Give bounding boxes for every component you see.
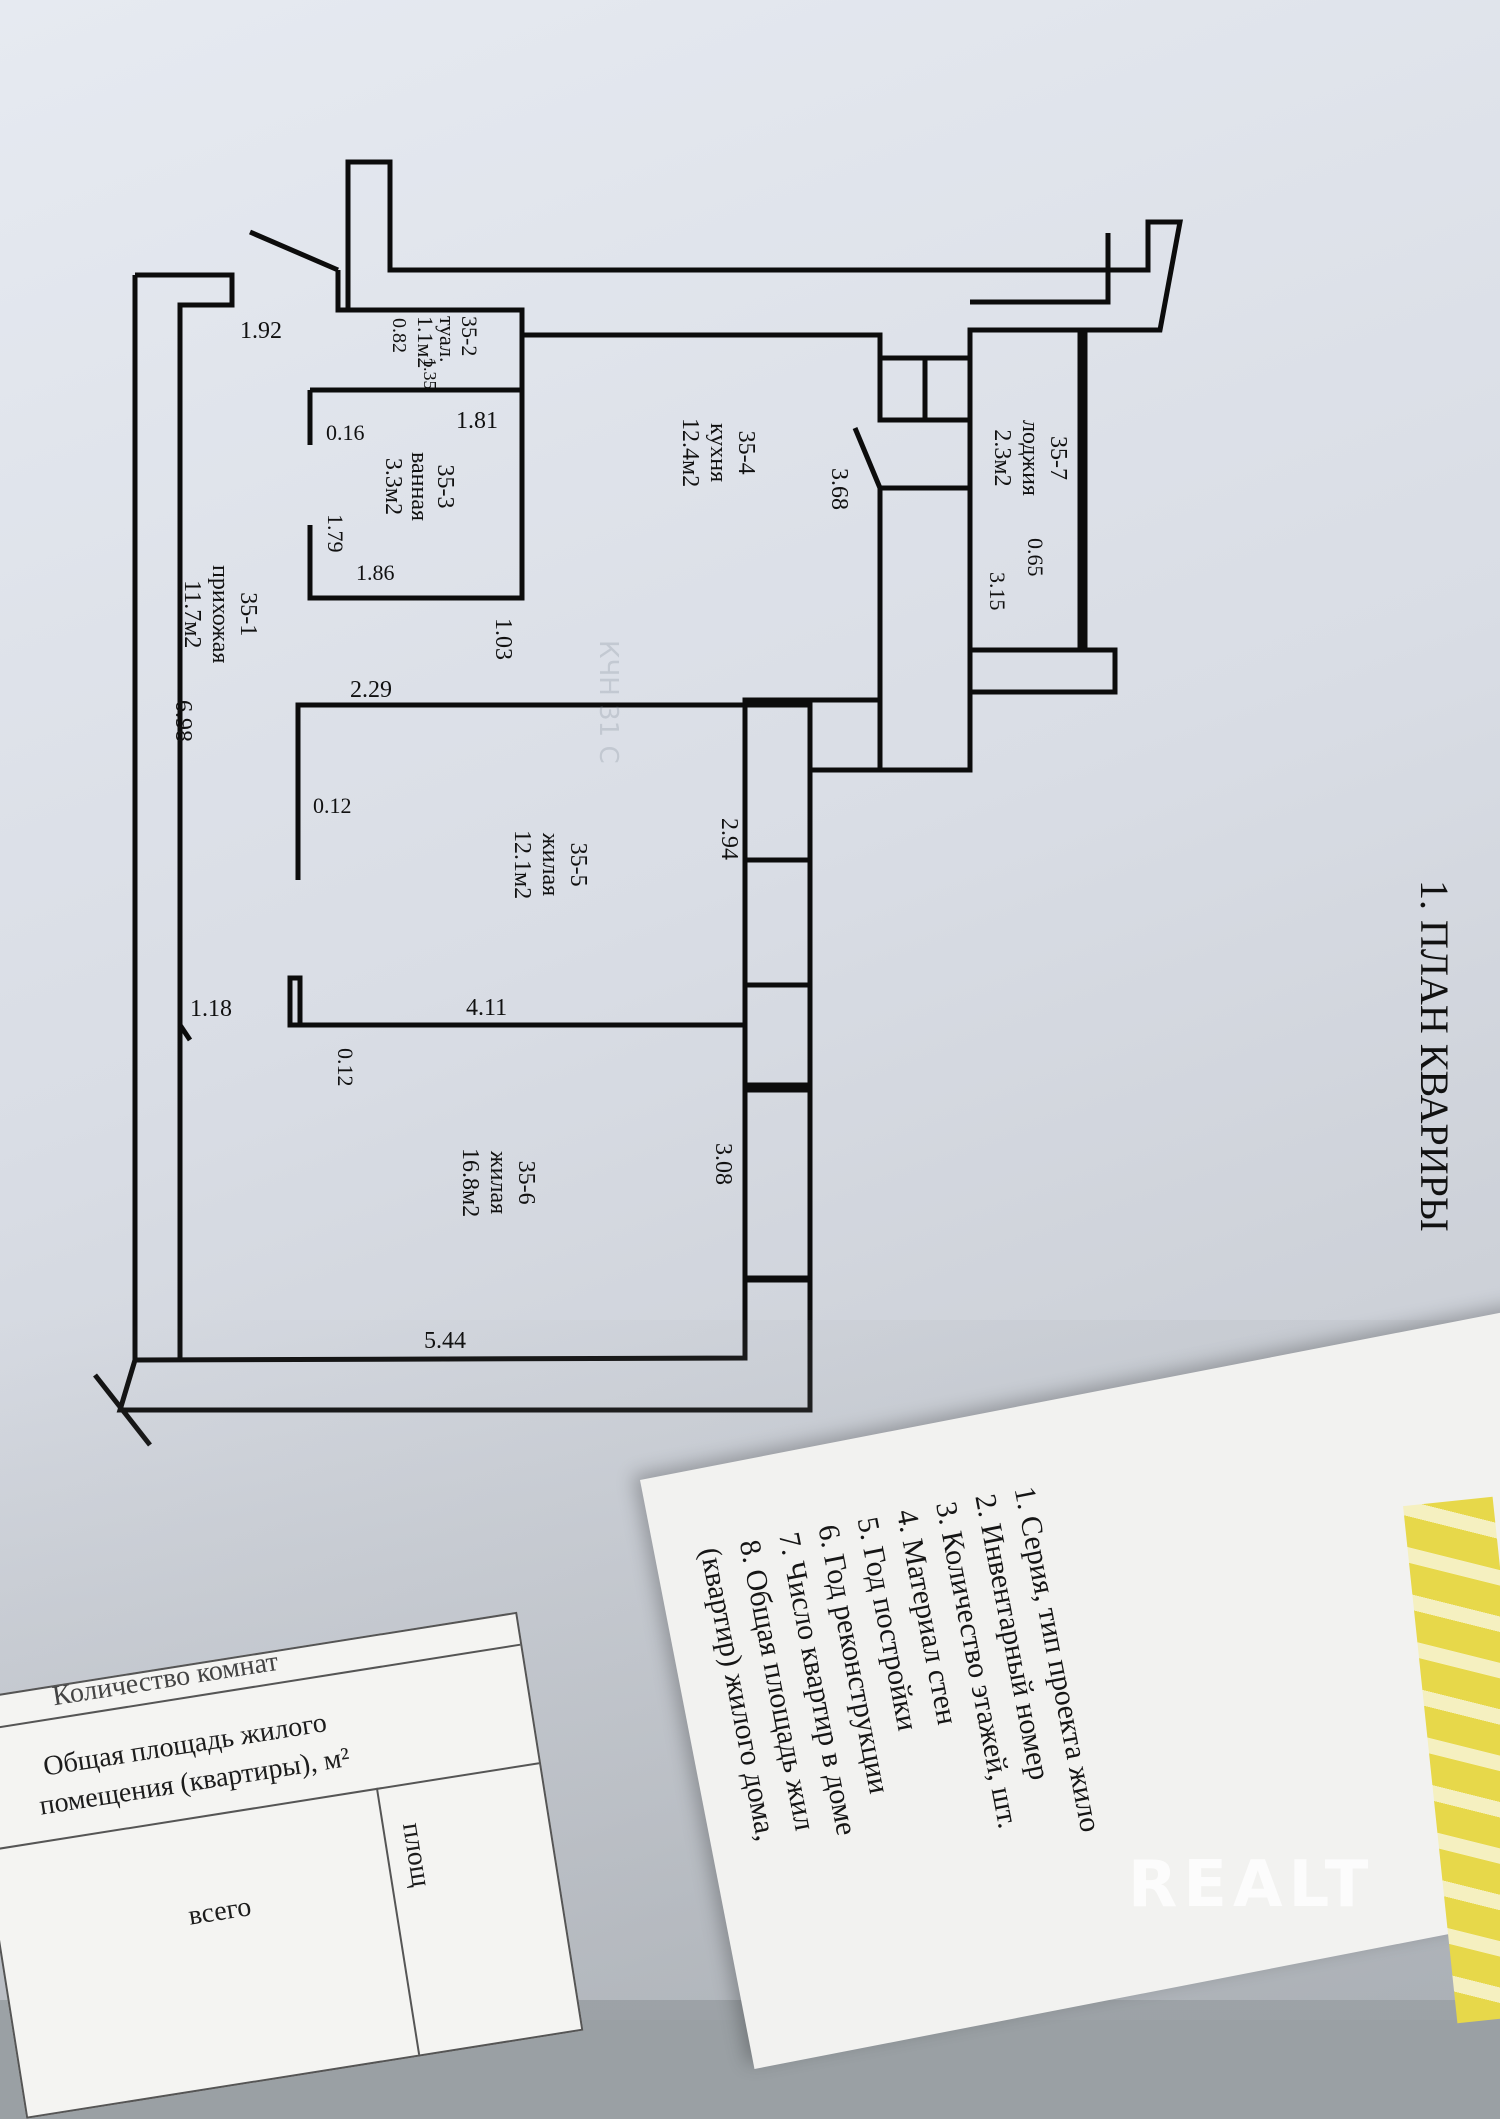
dim-label: 3.08 bbox=[710, 1143, 736, 1185]
room-name: жилая bbox=[485, 1151, 511, 1215]
room-id: 35-7 bbox=[1045, 435, 1071, 480]
dim-label: 1.92 bbox=[240, 318, 282, 344]
outer-wall-top bbox=[335, 159, 1184, 423]
dim-label: 0.16 bbox=[326, 420, 365, 445]
room-name: прихожая bbox=[207, 565, 233, 664]
room-id: 35-4 bbox=[733, 430, 759, 475]
window-room-6 bbox=[742, 1082, 813, 1283]
table-total-label: всего bbox=[186, 1891, 254, 1932]
room-label-35-7: 35-7 лоджия 2.3м2 bbox=[988, 420, 1072, 496]
room-id: 35-3 bbox=[432, 464, 458, 509]
dim-label: 0.12 bbox=[313, 793, 352, 818]
room-name: ванная bbox=[406, 452, 432, 522]
room-area: 12.4м2 bbox=[677, 418, 703, 488]
room-label-35-1: 35-1 прихожая 11.7м2 bbox=[178, 565, 262, 663]
realt-watermark: REALT bbox=[1128, 1848, 1375, 1922]
room-label-35-4: 35-4 кухня 12.4м2 bbox=[676, 418, 760, 487]
dim-label: 2.94 bbox=[716, 818, 742, 860]
room-id: 35-6 bbox=[513, 1160, 539, 1205]
room-name: кухня bbox=[705, 422, 731, 483]
stamp-trace-1: КЧН 31 С bbox=[593, 640, 623, 764]
door-entry bbox=[249, 229, 339, 273]
wall-room-5-6 bbox=[287, 975, 745, 1028]
dim-label: 0.12 bbox=[333, 1048, 358, 1087]
window-room-5 bbox=[742, 857, 813, 1088]
wall-top-inner bbox=[970, 270, 1111, 305]
table-col-label: площ bbox=[395, 1820, 437, 1890]
room-name: жилая bbox=[537, 833, 563, 897]
area-table-sheet: Количество комнат Общая площадь жилого п… bbox=[0, 1611, 584, 2119]
wall-kitchen-right bbox=[877, 485, 973, 773]
loggia-parapet bbox=[967, 647, 1118, 695]
dim-label: 1.81 bbox=[456, 408, 498, 434]
door-balcony-5 bbox=[742, 982, 813, 1093]
dim-label: 4.11 bbox=[466, 995, 508, 1021]
room-id: 35-1 bbox=[235, 592, 261, 637]
room-id: 35-2 bbox=[457, 316, 482, 357]
room-label-35-3: 35-3 ванная 3.3м2 bbox=[380, 452, 458, 521]
room-name: лоджия bbox=[1017, 420, 1043, 496]
room-id: 35-5 bbox=[565, 842, 591, 887]
dim-label: 0.82 bbox=[388, 318, 410, 353]
outer-wall-left bbox=[135, 272, 235, 1360]
room-label-35-6: 35-6 жилая 16.8м2 bbox=[456, 1148, 540, 1217]
room-label-35-5: 35-5 жилая 12.1м2 bbox=[508, 830, 592, 899]
dim-label: 1.35 bbox=[420, 358, 440, 390]
dim-label: 3.68 bbox=[826, 468, 852, 510]
room-area: 3.3м2 bbox=[380, 457, 406, 516]
room-area: 2.3м2 bbox=[989, 429, 1015, 487]
dim-label: 0.65 bbox=[1023, 538, 1048, 577]
dim-label: 3.15 bbox=[985, 572, 1010, 611]
dim-label: 5.44 bbox=[424, 1328, 466, 1354]
outer-wall-right-lower bbox=[742, 702, 813, 1278]
room-area: 11.7м2 bbox=[179, 580, 205, 649]
room-area: 12.1м2 bbox=[509, 830, 535, 900]
dim-label: 1.18 bbox=[190, 996, 232, 1022]
dim-label: 1.86 bbox=[356, 560, 395, 585]
room-area: 16.8м2 bbox=[457, 1148, 483, 1218]
dim-label: 6.98 bbox=[170, 700, 196, 742]
door-kitchen bbox=[852, 427, 883, 489]
dim-label: 1.03 bbox=[490, 618, 516, 660]
dim-label: 1.79 bbox=[323, 514, 348, 553]
plan-heading: 1. ПЛАН КВАРИРЫ bbox=[1412, 880, 1457, 1232]
wall-step-middle bbox=[742, 697, 883, 773]
dim-label: 2.29 bbox=[350, 677, 392, 703]
